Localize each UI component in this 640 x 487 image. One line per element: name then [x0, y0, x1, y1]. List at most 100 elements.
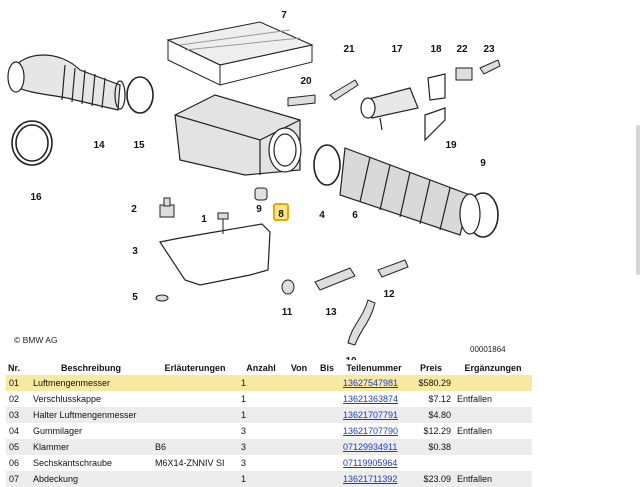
callout-1[interactable]: 1: [201, 214, 207, 225]
callout-3[interactable]: 3: [132, 246, 138, 257]
callout-18[interactable]: 18: [430, 44, 442, 55]
bracket-part-18-19[interactable]: [424, 73, 446, 142]
part-number-link[interactable]: 13627547981: [343, 378, 399, 388]
cell-nr: 03: [6, 407, 30, 423]
cell-extra: [454, 439, 532, 455]
cap-part-2[interactable]: [254, 187, 268, 201]
clamp-part-15[interactable]: [126, 76, 154, 114]
callout-22[interactable]: 22: [456, 44, 468, 55]
callout-9[interactable]: 9: [480, 158, 486, 169]
clamp-part-16[interactable]: [11, 120, 53, 166]
cell-bis: [314, 455, 340, 471]
cell-extra: Entfallen: [454, 391, 532, 407]
cell-pn: 13621363874: [340, 391, 408, 407]
cell-pn: 07119905964: [340, 455, 408, 471]
cell-qty: 3: [238, 455, 284, 471]
bracket-part-3[interactable]: [159, 223, 271, 286]
callout-20[interactable]: 20: [300, 76, 312, 87]
cell-bis: [314, 375, 340, 391]
cell-qty: 1: [238, 391, 284, 407]
parts-table: Nr. Beschreibung Erläuterungen Anzahl Vo…: [6, 361, 532, 487]
cell-desc: Klammer: [30, 439, 152, 455]
cell-desc: Verschlusskappe: [30, 391, 152, 407]
callout-8[interactable]: 8: [278, 209, 284, 220]
callout-6[interactable]: 6: [352, 210, 358, 221]
connector-part-20[interactable]: [287, 94, 316, 107]
cell-von: [284, 375, 314, 391]
clip-part-21[interactable]: [329, 79, 359, 101]
elbow-part-10[interactable]: [347, 299, 376, 346]
callout-7[interactable]: 7: [281, 10, 287, 21]
col-nr: Nr.: [6, 361, 30, 375]
col-beschreibung: Beschreibung: [30, 361, 152, 375]
plug-part-22[interactable]: [455, 67, 473, 81]
callout-9[interactable]: 9: [256, 204, 262, 215]
callout-15[interactable]: 15: [133, 140, 145, 151]
cell-price: $4.80: [408, 407, 454, 423]
cell-extra: [454, 407, 532, 423]
part-number-link[interactable]: 07129934911: [343, 442, 398, 452]
seal-ring-part-9a[interactable]: [313, 144, 341, 186]
clamp-part-5[interactable]: [155, 294, 169, 302]
air-filter-housing[interactable]: [174, 94, 302, 176]
callout-2[interactable]: 2: [131, 204, 137, 215]
cell-qty: 1: [238, 471, 284, 487]
cell-pn: 13627547981: [340, 375, 408, 391]
cell-von: [284, 423, 314, 439]
scrollbar[interactable]: [636, 125, 640, 275]
cell-nr: 06: [6, 455, 30, 471]
cell-price: $0.38: [408, 439, 454, 455]
intake-hose-part-14[interactable]: [7, 54, 126, 111]
cell-desc: Sechskantschraube: [30, 455, 152, 471]
rubber-mount-part-4[interactable]: [159, 197, 175, 218]
cell-von: [284, 391, 314, 407]
callout-14[interactable]: 14: [93, 140, 105, 151]
col-preis: Preis: [408, 361, 454, 375]
plug-part-23[interactable]: [479, 59, 501, 75]
part-number-link[interactable]: 13621711392: [343, 474, 398, 484]
grommet-part-11[interactable]: [281, 279, 295, 295]
cell-extra: Entfallen: [454, 471, 532, 487]
cell-note: [152, 471, 238, 487]
callout-21[interactable]: 21: [343, 44, 355, 55]
cell-price: [408, 455, 454, 471]
hose-part-12[interactable]: [377, 259, 409, 278]
callout-16[interactable]: 16: [30, 192, 42, 203]
callout-10[interactable]: 10: [345, 356, 357, 360]
part-number-link[interactable]: 13621707791: [343, 410, 399, 420]
cell-desc: Abdeckung: [30, 471, 152, 487]
callout-17[interactable]: 17: [391, 44, 403, 55]
part-number-link[interactable]: 07119905964: [343, 458, 398, 468]
cell-desc: Gummilager: [30, 423, 152, 439]
bellows-part-8[interactable]: [339, 147, 481, 236]
cell-note: [152, 423, 238, 439]
cell-note: M6X14-ZNNIV SI: [152, 455, 238, 471]
cell-extra: [454, 455, 532, 471]
sensor-part-17[interactable]: [360, 87, 419, 131]
col-von: Von: [284, 361, 314, 375]
callout-23[interactable]: 23: [483, 44, 495, 55]
part-number-link[interactable]: 13621363874: [343, 394, 399, 404]
hose-part-13[interactable]: [314, 267, 356, 291]
callout-19[interactable]: 19: [445, 140, 457, 151]
screw-part-6[interactable]: [217, 212, 229, 234]
callout-11[interactable]: 11: [282, 307, 293, 318]
image-number: 00001864: [470, 345, 506, 354]
callout-12[interactable]: 12: [383, 289, 395, 300]
cover-part-7[interactable]: [166, 21, 314, 86]
cell-desc: Halter Luftmengenmesser: [30, 407, 152, 423]
cell-pn: 07129934911: [340, 439, 408, 455]
callout-4[interactable]: 4: [319, 210, 325, 221]
cell-bis: [314, 423, 340, 439]
callout-5[interactable]: 5: [132, 292, 138, 303]
part-number-link[interactable]: 13621707790: [343, 426, 399, 436]
callout-13[interactable]: 13: [325, 307, 337, 318]
cell-qty: 3: [238, 439, 284, 455]
